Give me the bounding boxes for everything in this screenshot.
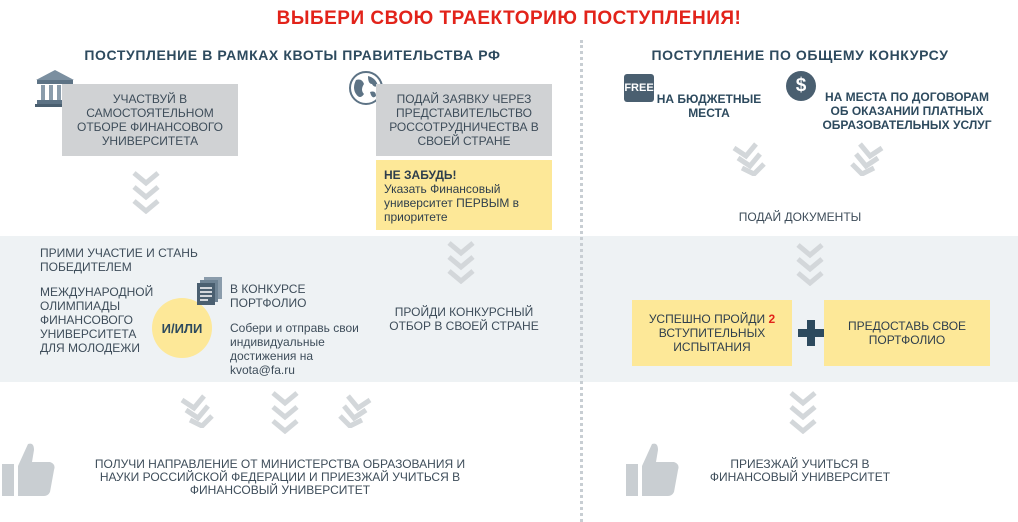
- chevron-down-icon: [788, 390, 818, 434]
- free-icon-text: FREE: [624, 82, 654, 94]
- exams-text-post: ВСТУПИТЕЛЬНЫХ ИСПЫТАНИЯ: [658, 326, 766, 354]
- step-apply-rossotrudnichestvo: ПОДАЙ ЗАЯВКУ ЧЕРЕЗ ПРЕДСТАВИТЕЛЬСТВО РОС…: [376, 84, 552, 156]
- right-final-text: ПРИЕЗЖАЙ УЧИТЬСЯ В ФИНАНСОВЫЙ УНИВЕРСИТЕ…: [709, 457, 891, 484]
- portfolio-instructions: Собери и отправь свои индивидуальные дос…: [230, 321, 359, 377]
- and-or-badge: И/ИЛИ: [152, 298, 212, 358]
- olympiad-text: МЕЖДУНАРОДНОЙ ОЛИМПИАДЫ ФИНАНСОВОГО УНИВ…: [40, 285, 154, 355]
- column-divider: [580, 40, 583, 522]
- reminder-text: Указать Финансовый университет ПЕРВЫМ в …: [384, 182, 520, 224]
- reminder-box: НЕ ЗАБУДЬ! Указать Финансовый университе…: [376, 160, 552, 230]
- step-independent-selection: УЧАСТВУЙ В САМОСТОЯТЕЛЬНОМ ОТБОРЕ ФИНАНС…: [62, 84, 238, 156]
- free-icon: FREE: [624, 74, 654, 102]
- right-section-header: ПОСТУПЛЕНИЕ ПО ОБЩЕМУ КОНКУРСУ: [651, 47, 949, 63]
- documents-text: ПОДАЙ ДОКУМЕНТЫ: [738, 210, 862, 224]
- thumbs-up-icon: [624, 440, 680, 503]
- portfolio-box: ПРЕДОСТАВЬ СВОЕ ПОРТФОЛИО: [824, 300, 990, 366]
- dollar-icon-text: $: [795, 75, 807, 96]
- documents-icon: [196, 276, 224, 311]
- plus-icon: [798, 320, 824, 346]
- chevron-down-left-icon: [848, 140, 884, 176]
- step-apply-text: ПОДАЙ ЗАЯВКУ ЧЕРЕЗ ПРЕДСТАВИТЕЛЬСТВО РОС…: [389, 92, 539, 148]
- chevron-down-right-icon: [732, 140, 768, 176]
- left-final-text: ПОЛУЧИ НАПРАВЛЕНИЕ ОТ МИНИСТЕРСТВА ОБРАЗ…: [94, 457, 466, 497]
- country-selection-text: ПРОЙДИ КОНКУРСНЫЙ ОТБОР В СВОЕЙ СТРАНЕ: [389, 305, 539, 333]
- thumbs-up-icon: [0, 440, 56, 503]
- exams-text-pre: УСПЕШНО ПРОЙДИ: [648, 312, 766, 326]
- budget-places-text: НА БЮДЖЕТНЫЕ МЕСТА: [656, 92, 762, 120]
- entrance-exams-box: УСПЕШНО ПРОЙДИ 2 ВСТУПИТЕЛЬНЫХ ИСПЫТАНИЯ: [632, 300, 792, 366]
- page-title: ВЫБЕРИ СВОЮ ТРАЕКТОРИЮ ПОСТУПЛЕНИЯ!: [276, 8, 742, 29]
- chevron-down-left-icon: [336, 392, 372, 428]
- winner-text: ПРИМИ УЧАСТИЕ И СТАНЬ ПОБЕДИТЕЛЕМ: [40, 246, 198, 274]
- paid-places-text: НА МЕСТА ПО ДОГОВОРАМ ОБ ОКАЗАНИИ ПЛАТНЫ…: [822, 90, 992, 132]
- exams-count: 2: [768, 312, 776, 326]
- left-section-header: ПОСТУПЛЕНИЕ В РАМКАХ КВОТЫ ПРАВИТЕЛЬСТВА…: [84, 47, 501, 63]
- chevron-down-icon: [270, 390, 300, 434]
- chevron-down-right-icon: [180, 392, 216, 428]
- portfolio-box-text: ПРЕДОСТАВЬ СВОЕ ПОРТФОЛИО: [847, 319, 967, 347]
- portfolio-contest-text: В КОНКУРСЕ ПОРТФОЛИО: [230, 282, 307, 310]
- chevron-down-icon: [795, 242, 825, 286]
- chevron-down-icon: [446, 240, 476, 284]
- chevron-down-icon: [131, 170, 161, 214]
- step-independent-selection-text: УЧАСТВУЙ В САМОСТОЯТЕЛЬНОМ ОТБОРЕ ФИНАНС…: [77, 92, 223, 148]
- dollar-icon: $: [786, 71, 816, 101]
- reminder-title: НЕ ЗАБУДЬ!: [384, 168, 457, 182]
- and-or-text: И/ИЛИ: [161, 320, 203, 336]
